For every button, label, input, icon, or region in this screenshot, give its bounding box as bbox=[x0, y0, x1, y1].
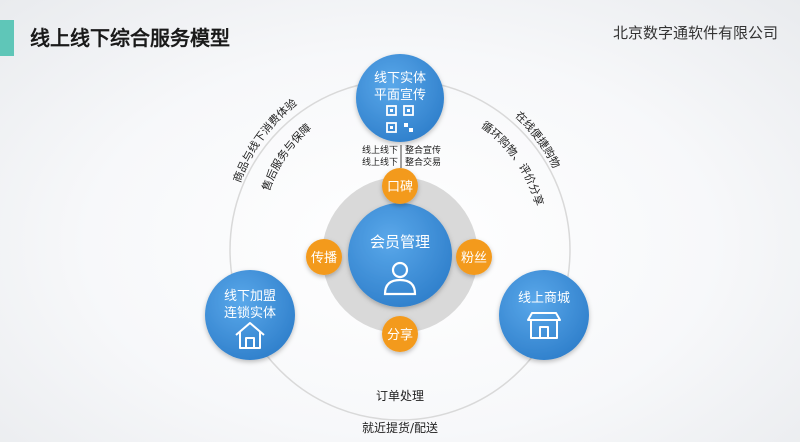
node-left-line2: 连锁实体 bbox=[224, 305, 276, 321]
page-title: 线上线下综合服务模型 bbox=[30, 26, 230, 50]
satellite-top-label: 口碑 bbox=[387, 179, 413, 195]
top-note-1-left: 线上线下 bbox=[362, 144, 398, 156]
house-icon bbox=[235, 322, 265, 349]
arc-label-bottom-outer: 就近提货/配送 bbox=[362, 420, 438, 435]
top-note-2-left: 线上线下 bbox=[362, 156, 398, 168]
top-notes: 线上线下 整合宣传 线上线下 整合交易 bbox=[362, 144, 441, 168]
top-note-1-right: 整合宣传 bbox=[405, 144, 441, 156]
satellite-left-label: 传播 bbox=[311, 251, 337, 266]
satellite-bottom-label: 分享 bbox=[387, 327, 413, 343]
node-right[interactable]: 线上商城 bbox=[499, 270, 589, 360]
satellite-bottom[interactable]: 分享 bbox=[382, 316, 418, 352]
store-icon bbox=[527, 312, 561, 339]
satellite-right[interactable]: 粉丝 bbox=[456, 239, 492, 275]
qr-code-icon bbox=[386, 105, 414, 133]
node-top-line2: 平面宣传 bbox=[374, 87, 426, 103]
person-icon bbox=[383, 261, 417, 296]
center-node[interactable]: 会员管理 bbox=[348, 203, 452, 307]
company-name: 北京数字通软件有限公司 bbox=[612, 24, 778, 42]
title-accent-bar bbox=[0, 20, 14, 56]
node-right-line1: 线上商城 bbox=[518, 291, 570, 306]
node-left[interactable]: 线下加盟 连锁实体 bbox=[205, 270, 295, 360]
node-top[interactable]: 线下实体 平面宣传 bbox=[356, 54, 444, 142]
satellite-left[interactable]: 传播 bbox=[306, 239, 342, 275]
satellite-top[interactable]: 口碑 bbox=[382, 168, 418, 204]
arc-label-bottom-inner: 订单处理 bbox=[376, 389, 424, 403]
node-top-line1: 线下实体 bbox=[374, 71, 426, 86]
top-note-2-right: 整合交易 bbox=[405, 156, 441, 168]
center-label: 会员管理 bbox=[370, 233, 430, 251]
node-left-line1: 线下加盟 bbox=[224, 289, 276, 304]
satellite-right-label: 粉丝 bbox=[461, 251, 487, 266]
